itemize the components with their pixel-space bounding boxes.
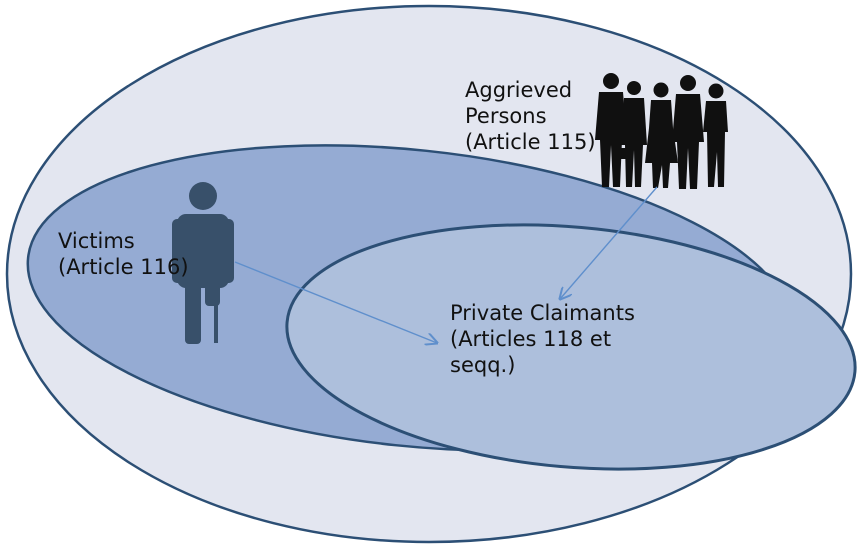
person-with-crutch-icon — [172, 182, 234, 344]
person-silhouette-4 — [672, 75, 704, 189]
victims-label: Victims (Article 116) — [58, 229, 189, 279]
private-claimants-label: Private Claimants (Articles 118 et seqq.… — [450, 301, 642, 377]
person-silhouette-3 — [645, 82, 678, 188]
person-silhouette-1 — [595, 73, 627, 187]
aggrieved-to-claimants-arrow — [560, 186, 658, 299]
aggrieved-persons-label: Aggrieved Persons (Article 115) — [465, 78, 596, 154]
business-people-group-icon — [595, 73, 728, 189]
person-silhouette-2 — [616, 81, 647, 187]
person-silhouette-5 — [703, 83, 728, 187]
victims-to-claimants-arrow — [234, 261, 437, 343]
private-claimants-ellipse — [285, 223, 857, 471]
